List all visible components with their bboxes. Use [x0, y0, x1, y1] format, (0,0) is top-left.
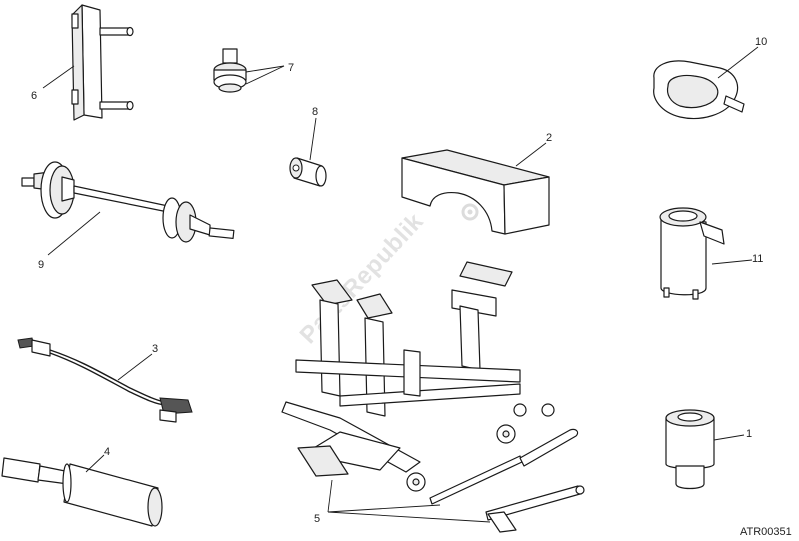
part-3-wiring-adapter[interactable] — [17, 337, 193, 423]
leader-1 — [713, 434, 745, 441]
callout-2: 2 — [546, 132, 552, 144]
leader-5c — [327, 511, 491, 523]
leader-6 — [42, 65, 75, 89]
diagram-code: ATR00351 — [740, 526, 792, 538]
part-4-cylindrical-tool[interactable] — [1, 457, 163, 527]
part-2-support-block[interactable] — [401, 149, 550, 235]
leader-5a — [327, 479, 333, 513]
leader-7b — [245, 65, 285, 85]
part-9-slide-hammer[interactable] — [21, 161, 235, 243]
part-11-socket-with-arm[interactable] — [659, 207, 725, 300]
watermark: PartsRepublik — [295, 208, 429, 349]
part-6-puller-plate[interactable] — [71, 4, 134, 121]
callout-9: 9 — [38, 259, 44, 271]
callout-5: 5 — [314, 513, 320, 525]
part-1-socket[interactable] — [665, 409, 715, 490]
callout-3: 3 — [152, 343, 158, 355]
leader-7a — [245, 65, 285, 73]
leader-4 — [85, 454, 105, 473]
callout-1: 1 — [746, 428, 752, 440]
part-5-scissor-stand[interactable] — [281, 261, 585, 533]
callout-6: 6 — [31, 90, 37, 102]
leader-3 — [117, 353, 153, 381]
leader-2 — [515, 142, 547, 167]
callout-11: 11 — [752, 253, 763, 265]
callout-4: 4 — [104, 446, 110, 458]
leader-11 — [711, 259, 753, 265]
callout-7: 7 — [288, 62, 294, 74]
leader-10 — [717, 46, 759, 79]
leader-5b — [327, 504, 441, 513]
leader-8 — [309, 117, 317, 161]
callout-8: 8 — [312, 106, 318, 118]
part-8-sleeve[interactable] — [289, 157, 327, 187]
leader-9 — [47, 211, 101, 256]
part-10-ring-spanner[interactable] — [653, 60, 745, 120]
callout-10: 10 — [755, 36, 767, 48]
watermark-gear-icon — [461, 203, 479, 221]
part-7-fittings[interactable] — [213, 48, 247, 93]
watermark-text: PartsRepublik — [295, 208, 429, 349]
